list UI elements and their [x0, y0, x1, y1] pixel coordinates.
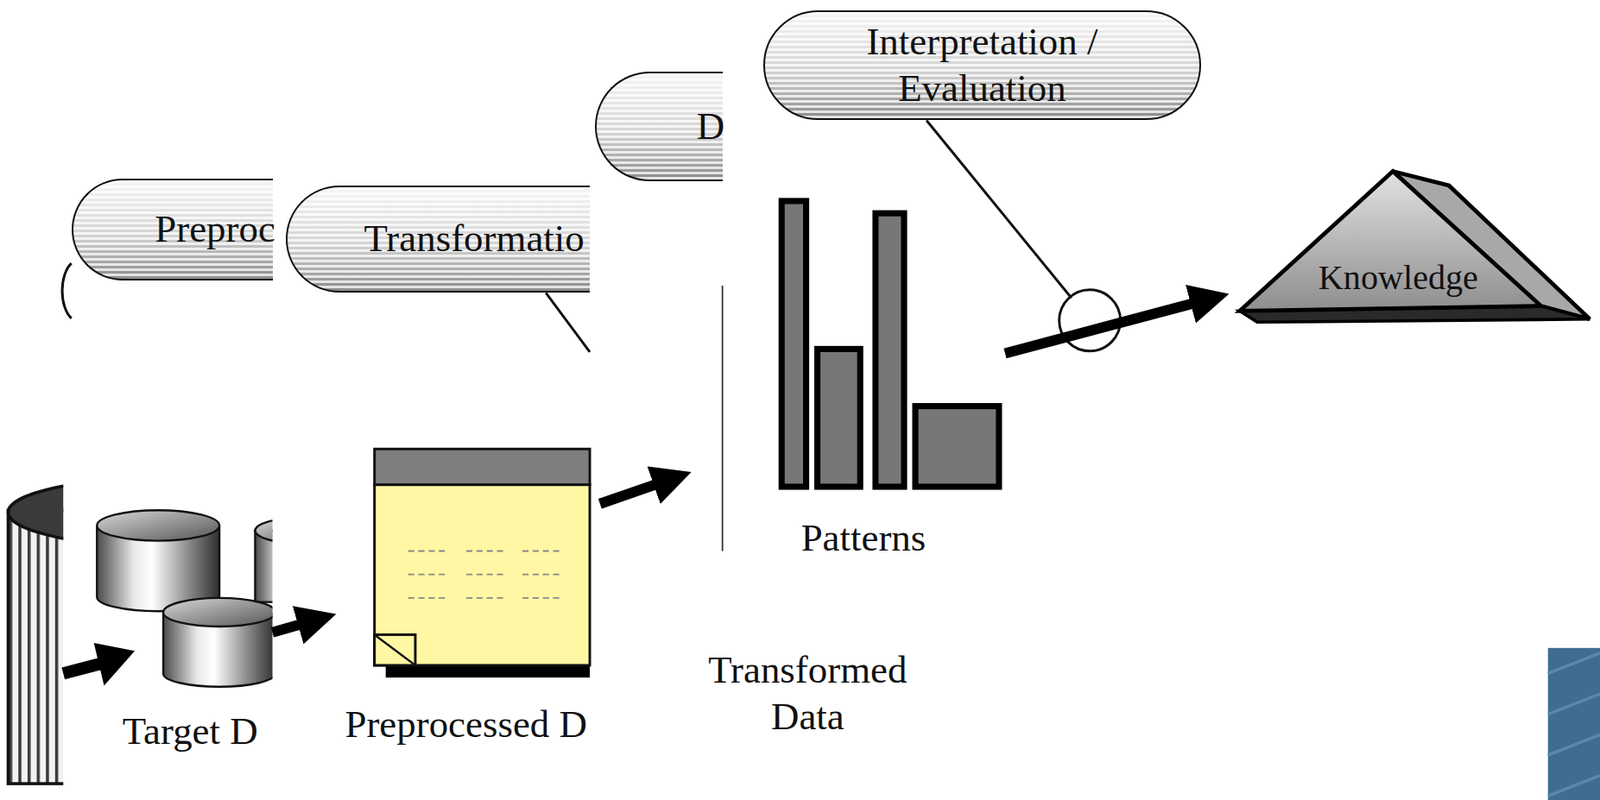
step-label: Preproc: [154, 206, 276, 253]
stage-label: Preprocessed D: [344, 701, 587, 749]
data-stage: Preprocessed D: [336, 449, 601, 756]
stage-label: Transformed Data: [691, 647, 924, 741]
leader-line: [545, 292, 590, 353]
flow-arrow: [1005, 303, 1195, 354]
step-label: D: [696, 103, 725, 151]
knowledge-pyramid: Knowledge: [1229, 163, 1595, 329]
step-label: Transformatio: [364, 215, 585, 263]
step-pill: D: [594, 71, 723, 183]
stage-label: Patterns: [801, 515, 927, 563]
data-stage: Transformed Data: [691, 449, 927, 756]
stage-label: Target D: [122, 708, 259, 756]
flow-arrow: [600, 484, 658, 505]
data-stage: Target D: [89, 505, 273, 760]
leader-line: [926, 120, 1072, 299]
data-stage: Patterns: [770, 194, 1006, 566]
corner-decoration: [1548, 648, 1600, 800]
step-pill: Preproc: [71, 178, 273, 281]
hidden-pill-edge: [62, 263, 72, 319]
pyramid-shape: [1229, 163, 1595, 329]
database-cylinder: [7, 475, 64, 785]
data-sheet: [374, 449, 590, 678]
database-cylinders: [96, 510, 272, 688]
step-pill: Interpretation / Evaluation: [763, 10, 1202, 121]
panel-edge: [721, 285, 724, 551]
step-label: Interpretation / Evaluation: [839, 18, 1126, 113]
arrow: [63, 643, 135, 687]
step-pill: Transformatio: [285, 185, 590, 293]
stage-label: Knowledge: [1318, 257, 1479, 299]
flow-arrow: [272, 624, 303, 633]
pattern-bars: [781, 201, 1000, 487]
